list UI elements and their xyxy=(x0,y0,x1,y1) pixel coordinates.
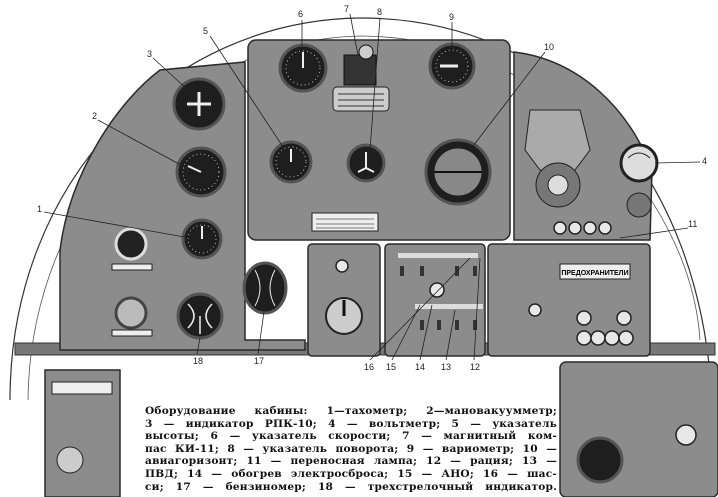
turn-indicator-gauge xyxy=(346,143,386,183)
callout-leaders xyxy=(43,13,701,361)
radio-control xyxy=(325,259,363,335)
caption-line: 3 — индикатор РПК-10; 4 — вольтметр; 5 —… xyxy=(145,417,557,430)
fuse-plate-label: ПРЕДОХРАНИТЕЛИ xyxy=(561,270,628,277)
fuse-plate: ПРЕДОХРАНИТЕЛИ xyxy=(559,263,631,280)
caption-line: си; 17 — бензиномер; 18 — трехстрелочный… xyxy=(145,480,557,493)
pressure-gauge-left-top xyxy=(111,227,153,271)
callout-9: 9 xyxy=(449,12,454,22)
magnetic-compass xyxy=(332,44,390,112)
callout-11: 11 xyxy=(688,219,697,229)
callout-6: 6 xyxy=(298,9,303,19)
tachometer-gauge xyxy=(181,218,223,260)
caption-line: высоты; 6 — указатель скорости; 7 — магн… xyxy=(145,430,557,443)
round-buttons-row xyxy=(553,221,612,235)
rpk10-indicator-gauge xyxy=(172,77,226,131)
callout-2: 2 xyxy=(92,111,97,121)
fuse-buttons xyxy=(528,303,634,346)
switch-panel xyxy=(384,243,486,357)
canopy-outline xyxy=(9,17,713,401)
airspeed-indicator-gauge xyxy=(278,43,328,93)
callout-12: 12 xyxy=(470,362,480,372)
callout-14: 14 xyxy=(415,362,425,372)
callout-1: 1 xyxy=(37,204,42,214)
figure-caption: Оборудование кабины: 1—тахометр; 2—манов… xyxy=(145,405,557,493)
fuel-gauge xyxy=(242,261,288,315)
callout-5: 5 xyxy=(203,26,208,36)
callout-18: 18 xyxy=(193,356,203,366)
callout-3: 3 xyxy=(147,49,152,59)
callout-17: 17 xyxy=(254,356,264,366)
portable-lamp xyxy=(524,109,591,208)
callout-13: 13 xyxy=(441,362,451,372)
caption-line: авиагоризонт; 11 — переносная лампа; 12 … xyxy=(145,455,557,468)
placard xyxy=(311,212,379,232)
caption-line: Оборудование кабины: 1—тахометр; 2—манов… xyxy=(145,405,557,417)
callout-7: 7 xyxy=(344,4,349,14)
left-panel xyxy=(59,61,306,351)
callout-8: 8 xyxy=(377,7,382,17)
caption-line: ПВД; 14 — обогрев электросброса; 15 — АН… xyxy=(145,467,557,480)
manovacuummeter-gauge xyxy=(175,146,227,198)
clock-gauge xyxy=(576,424,697,484)
bottom-left-control xyxy=(51,381,113,474)
callout-15: 15 xyxy=(386,362,396,372)
artificial-horizon-gauge xyxy=(424,138,492,206)
pressure-gauge-left-bottom xyxy=(111,296,153,337)
callout-4: 4 xyxy=(702,156,707,166)
callout-16: 16 xyxy=(364,362,374,372)
callout-10: 10 xyxy=(544,42,554,52)
three-needle-indicator-gauge xyxy=(176,292,224,340)
variometer-gauge xyxy=(428,42,476,90)
caption-line: пас КИ-11; 8 — указатель поворота; 9 — в… xyxy=(145,442,557,455)
altimeter-gauge xyxy=(269,140,313,184)
